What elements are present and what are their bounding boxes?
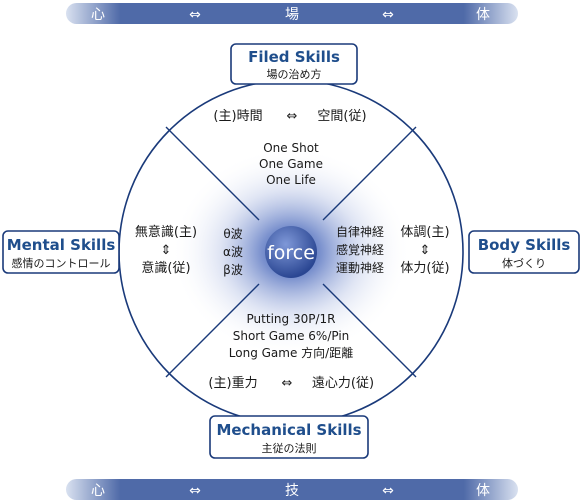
- quadrant-dividers: [165, 126, 417, 378]
- time-main-label: (主)時間: [213, 109, 262, 124]
- beta-wave-label: β波: [223, 263, 243, 277]
- mental-skills-box: Mental Skills 感情のコントロール: [2, 230, 120, 274]
- mechanical-skills-subtitle: 主従の法則: [262, 441, 317, 455]
- bottom-bar: 心 ⇔ 技 ⇔ 体: [66, 479, 518, 500]
- theta-wave-label: θ波: [223, 227, 242, 241]
- mechanical-skills-title: Mechanical Skills: [216, 421, 361, 439]
- top-bar-arrow-1: ⇔: [189, 7, 201, 23]
- centrifugal-sub-label: 遠心力(従): [312, 376, 374, 391]
- unconscious-main-label: 無意識(主): [135, 224, 197, 240]
- top-bar-item-field: 場: [285, 7, 299, 23]
- long-game-label: Long Game 方向/距離: [229, 345, 353, 360]
- autonomic-nerve-label: 自律神経: [336, 225, 384, 239]
- body-skills-box: Body Skills 体づくり: [468, 230, 580, 274]
- force-label: force: [267, 242, 315, 264]
- top-bar-item-mind: 心: [91, 7, 105, 23]
- one-game-label: One Game: [259, 157, 323, 171]
- motor-nerve-label: 運動神経: [336, 261, 384, 275]
- short-game-label: Short Game 6%/Pin: [233, 329, 350, 343]
- bottom-bar-arrow-1: ⇔: [189, 483, 201, 499]
- mental-skills-title: Mental Skills: [7, 236, 116, 254]
- condition-strength-arrow: ⇕: [420, 243, 431, 258]
- time-space-arrow: ⇔: [287, 109, 298, 124]
- bottom-quadrant: Putting 30P/1R Short Game 6%/Pin Long Ga…: [208, 312, 374, 391]
- gravity-centrifugal-arrow: ⇔: [282, 376, 293, 391]
- mechanical-skills-box: Mechanical Skills 主従の法則: [209, 415, 369, 459]
- mental-skills-subtitle: 感情のコントロール: [12, 257, 111, 270]
- body-skills-title: Body Skills: [478, 236, 571, 254]
- top-bar-item-body: 体: [476, 7, 490, 23]
- conscious-sub-label: 意識(従): [141, 260, 190, 276]
- force-core: force: [265, 226, 317, 278]
- filed-skills-subtitle: 場の治め方: [267, 67, 322, 81]
- one-life-label: One Life: [266, 173, 316, 187]
- bottom-bar-item-technique: 技: [285, 483, 299, 499]
- right-quadrant: 自律神経 感覚神経 運動神経 体調(主) ⇕ 体力(従): [336, 225, 450, 276]
- alpha-wave-label: α波: [223, 245, 243, 259]
- top-bar: 心 ⇔ 場 ⇔ 体: [66, 3, 518, 24]
- filed-skills-title: Filed Skills: [248, 48, 340, 66]
- body-skills-subtitle: 体づくり: [502, 256, 546, 270]
- sensory-nerve-label: 感覚神経: [336, 242, 384, 257]
- space-sub-label: 空間(従): [317, 109, 366, 124]
- top-bar-arrow-2: ⇔: [382, 7, 394, 23]
- left-quadrant: 無意識(主) ⇕ 意識(従) θ波 α波 β波: [135, 224, 243, 277]
- unconscious-conscious-arrow: ⇕: [161, 243, 172, 258]
- putting-label: Putting 30P/1R: [247, 312, 336, 326]
- bottom-bar-item-mind: 心: [91, 483, 105, 499]
- strength-sub-label: 体力(従): [400, 261, 449, 276]
- condition-main-label: 体調(主): [400, 225, 449, 240]
- top-quadrant: (主)時間 ⇔ 空間(従) One Shot One Game One Life: [213, 109, 366, 187]
- bottom-bar-item-body: 体: [476, 483, 490, 499]
- gravity-main-label: (主)重力: [208, 375, 257, 391]
- one-shot-label: One Shot: [263, 141, 319, 155]
- filed-skills-box: Filed Skills 場の治め方: [230, 43, 358, 85]
- bottom-bar-arrow-2: ⇔: [382, 483, 394, 499]
